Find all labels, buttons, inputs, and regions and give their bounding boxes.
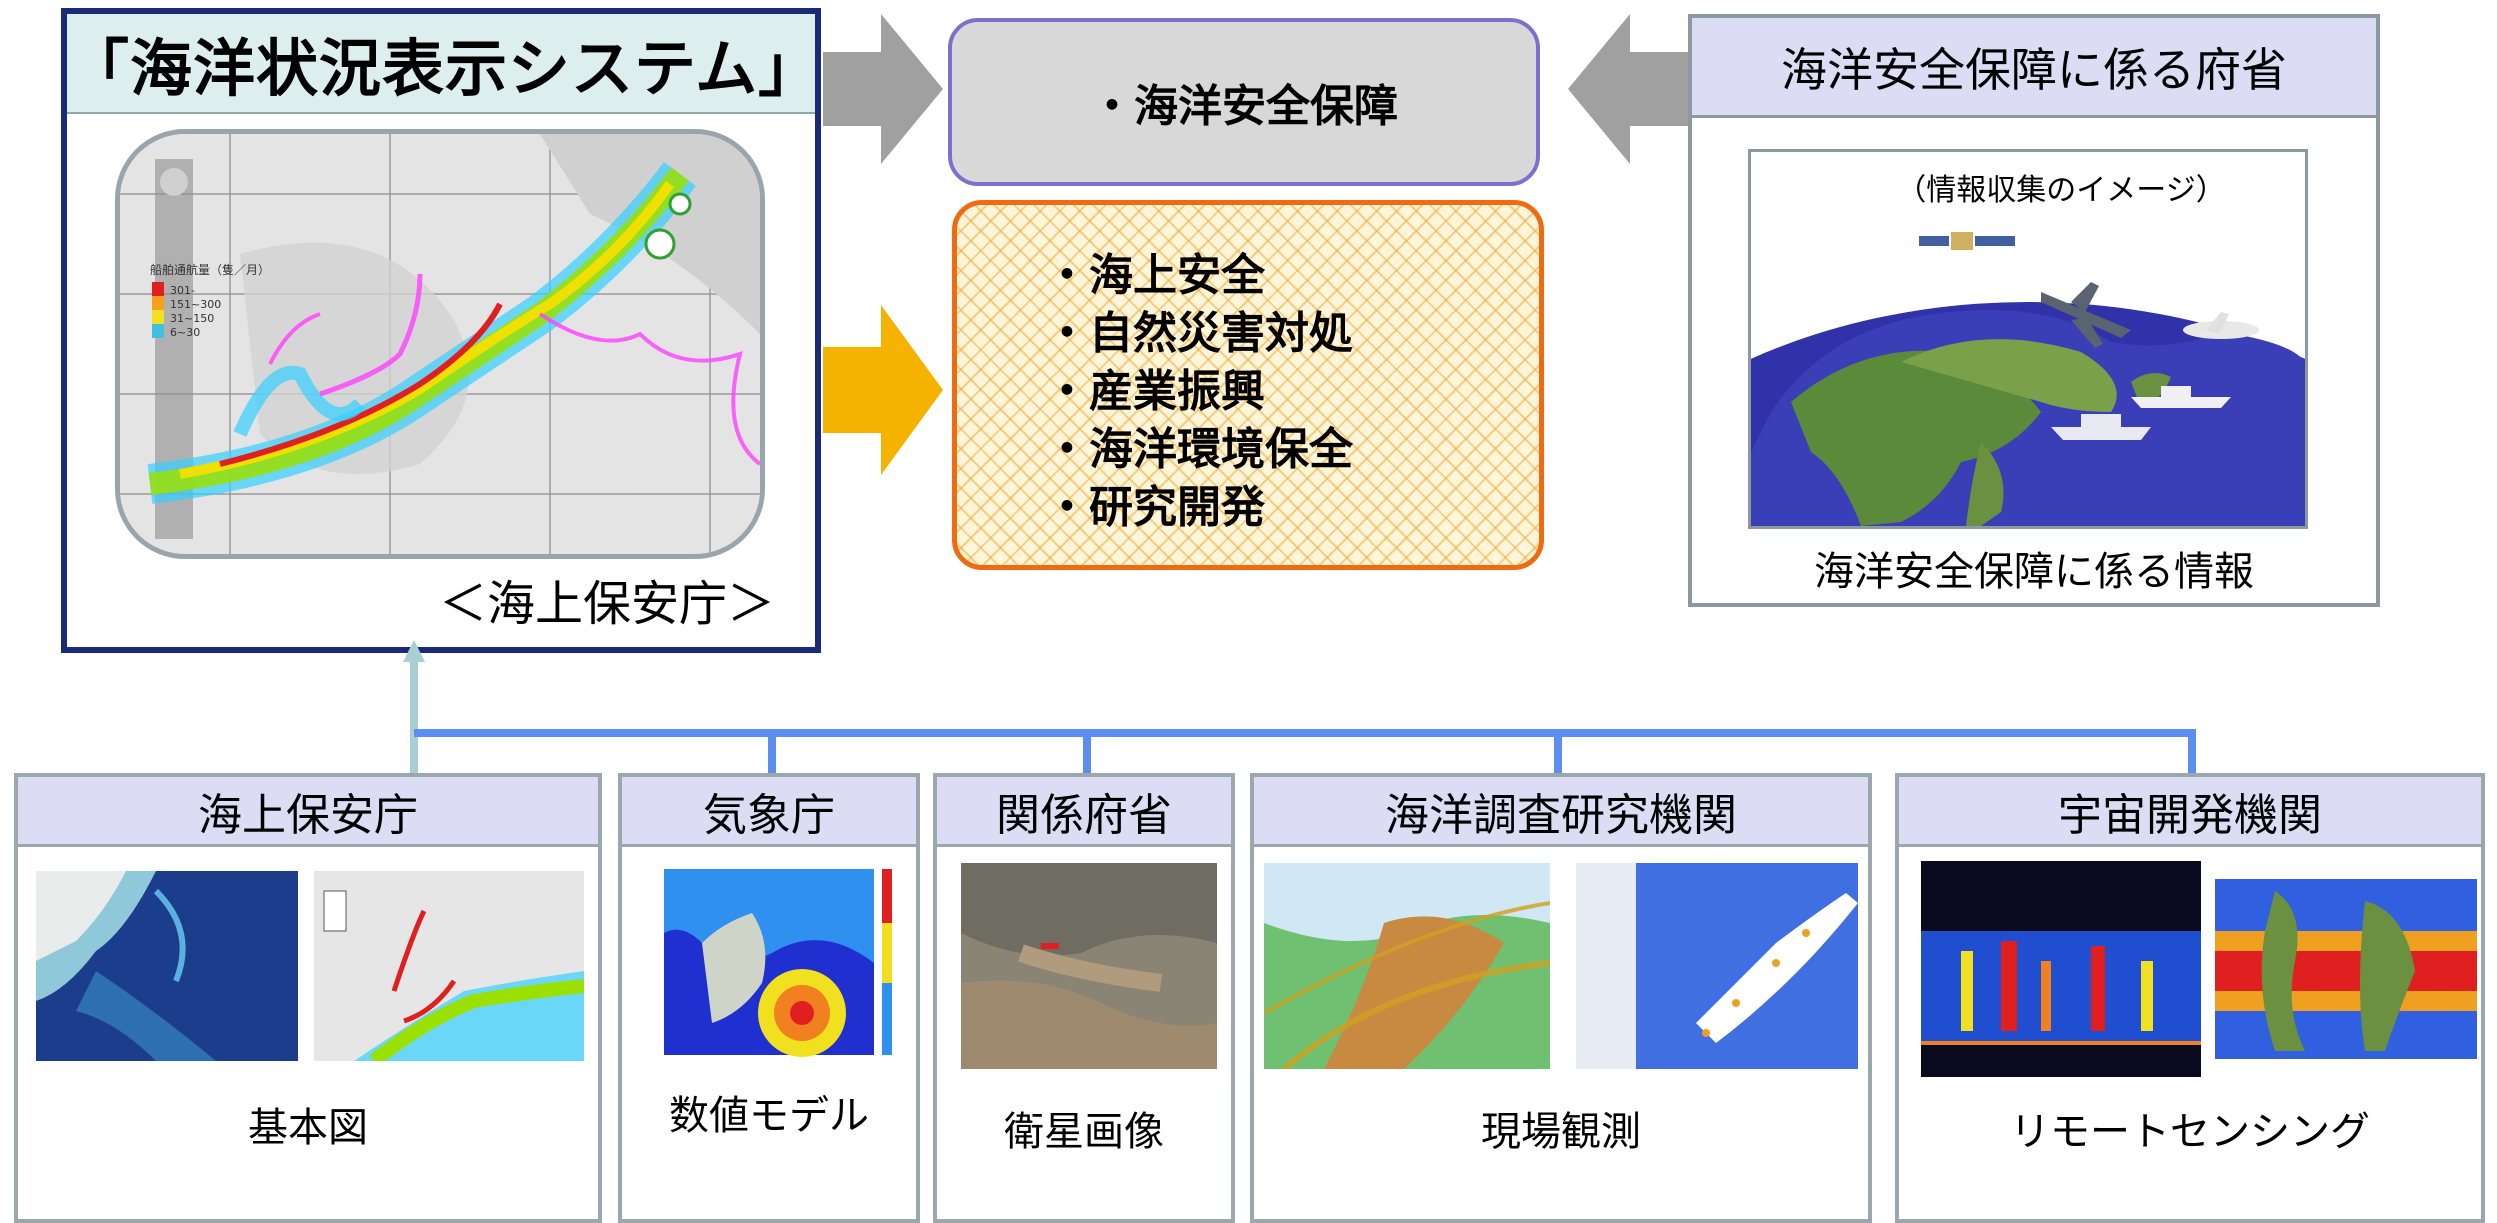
source-caption: 現場観測 [1481,1109,1641,1155]
source-header: 宇宙開発機関 [1899,777,2481,847]
sea-surface-temperature-thumbnail [2215,871,2477,1067]
svg-text:31~150: 31~150 [170,312,214,325]
svg-text:301-: 301- [170,284,195,297]
rainfall-3d-thumbnail [1921,861,2201,1077]
satellite-image-thumbnail [961,863,1217,1069]
system-panel: 「海洋状況表示システム」 船舶通航量（隻／月） 301- 151~ [61,8,821,653]
base-map-thumbnail [36,871,298,1061]
observation-points-thumbnail [1576,863,1858,1069]
orange-arrow-right [823,305,943,475]
source-header: 海洋調査研究機関 [1254,777,1868,847]
ministries-caption: 海洋安全保障に係る情報 [1814,549,2254,595]
source-header: 海上保安庁 [18,777,598,847]
use-item: ・産業振興 [1045,366,1265,417]
source-panel-jma: 気象庁 数値モデル [618,773,920,1223]
source-caption: 基本図 [248,1105,368,1151]
system-title: 「海洋状況表示システム」 [67,14,820,114]
gray-arrow-right [823,14,943,164]
aircraft-icon [2041,282,2259,348]
maritime-security-box: ・海洋安全保障 [948,18,1540,186]
source-header: 気象庁 [622,777,916,847]
gray-arrow-left [1568,14,1688,164]
ministries-header: 海洋安全保障に係る府省 [1692,18,2376,118]
satellite-icon [1919,232,2015,250]
use-item: ・海上安全 [1045,250,1265,301]
use-item: ・研究開発 [1045,482,1265,533]
source-caption: リモートセンシング [2010,1109,2370,1155]
field-observation-map-thumbnail [1264,863,1550,1069]
globe-image: （情報収集のイメージ） [1748,149,2308,529]
uses-box: ・海上安全 ・自然災害対処 ・産業振興 ・海洋環境保全 ・研究開発 [952,200,1544,570]
source-panel-ministries: 関係府省 衛星画像 [933,773,1235,1223]
svg-text:151~300: 151~300 [170,298,221,311]
image-note: （情報収集のイメージ） [1896,173,2225,208]
numerical-model-thumbnail [642,863,904,1063]
maritime-security-label: ・海洋安全保障 [1090,81,1398,132]
use-item: ・海洋環境保全 [1045,424,1353,475]
source-panel-space: 宇宙開発機関 リモートセンシング [1895,773,2485,1223]
map-legend-title: 船舶通航量（隻／月） [150,262,270,277]
traffic-thumbnail [314,871,584,1061]
source-panel-research: 海洋調査研究機関 現場観測 [1250,773,1872,1223]
use-item: ・自然災害対処 [1045,308,1353,359]
source-caption: 数値モデル [669,1093,869,1139]
source-panel-jcg: 海上保安庁 基本図 [14,773,602,1223]
system-caption: ＜海上保安庁＞ [438,576,775,632]
source-caption: 衛星画像 [1004,1109,1164,1155]
svg-text:6~30: 6~30 [170,326,200,339]
traffic-map-image: 船舶通航量（隻／月） 301- 151~300 31~150 6~30 [115,129,765,559]
ministries-panel: 海洋安全保障に係る府省 （情報収集のイメージ） [1688,14,2380,607]
ship-icon [2051,386,2231,440]
source-header: 関係府省 [937,777,1231,847]
